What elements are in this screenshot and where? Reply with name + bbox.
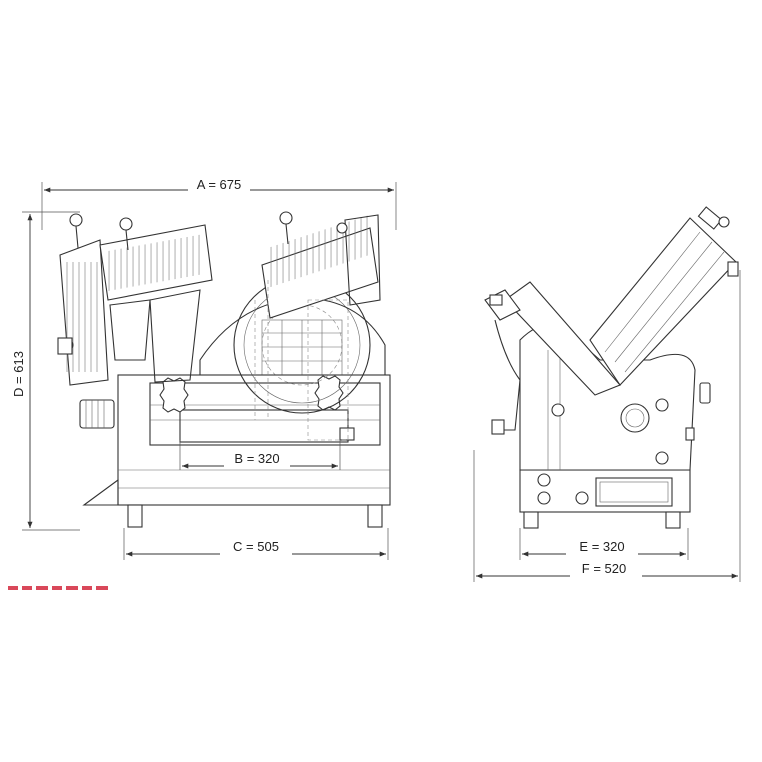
side-button-top	[537, 473, 551, 487]
front-knob	[79, 399, 115, 429]
side-display-panel	[595, 477, 673, 507]
front-tray	[82, 478, 119, 506]
dim-f-label: F = 520	[582, 561, 626, 576]
dim-b-label: B = 320	[234, 451, 279, 466]
front-carriage-left	[57, 213, 213, 386]
front-carriage-right	[254, 211, 381, 441]
watermark-fragment	[8, 586, 108, 590]
side-foot-right	[665, 511, 681, 529]
front-star-knob-left	[159, 377, 189, 413]
side-carriage	[589, 206, 739, 386]
dim-d-label: D = 613	[11, 351, 26, 397]
dim-a-label: A = 675	[197, 177, 241, 192]
front-view	[57, 211, 391, 528]
side-slide-arm	[504, 281, 621, 396]
side-motor-hub	[620, 403, 650, 433]
dim-c-label: C = 505	[233, 539, 279, 554]
dim-e-label: E = 320	[579, 539, 624, 554]
front-foot-right	[367, 504, 383, 528]
side-button-bottom	[537, 491, 551, 505]
side-foot-left	[523, 511, 539, 529]
front-star-knob-right	[314, 375, 344, 411]
side-view	[484, 206, 739, 529]
front-foot-left	[127, 504, 143, 528]
